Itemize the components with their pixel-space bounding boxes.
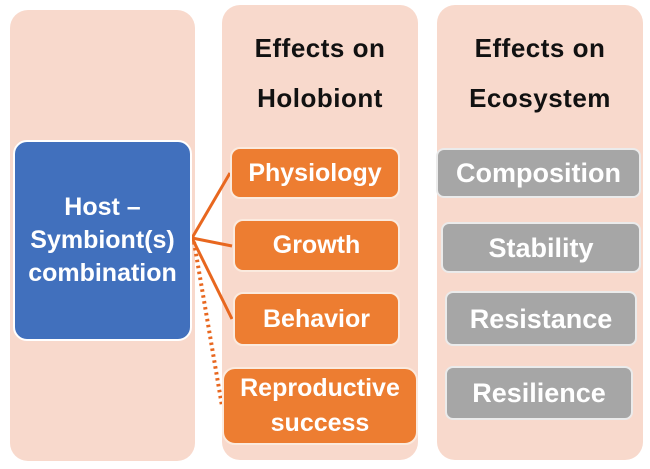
holobiont-title-line-2: Holobiont [257, 83, 383, 113]
ecosystem-item-resistance: Resistance [445, 291, 637, 346]
ecosystem-title: Effects on Ecosystem [437, 23, 643, 123]
ecosystem-item-stability: Stability [441, 222, 641, 273]
host-node-line-2: Symbiont(s) [30, 226, 175, 254]
ecosystem-item-composition: Composition [436, 148, 641, 198]
host-node-line-3: combination [28, 259, 177, 287]
connector-line-reproductive-success [192, 241, 224, 407]
holobiont-title: Effects on Holobiont [222, 23, 418, 123]
ecosystem-item-resilience: Resilience [445, 366, 633, 420]
holobiont-title-line-1: Effects on [254, 33, 386, 63]
ecosystem-title-line-2: Ecosystem [469, 83, 611, 113]
ecosystem-title-line-1: Effects on [474, 33, 606, 63]
holobiont-item-behavior: Behavior [233, 292, 400, 346]
host-node-line-1: Host – [64, 193, 141, 221]
holobiont-item-reproductive-success: Reproductive success [222, 367, 418, 445]
holobiont-item-growth: Growth [233, 219, 400, 272]
host-symbiont-node: Host – Symbiont(s) combination [13, 140, 192, 341]
holobiont-item-physiology: Physiology [230, 147, 400, 199]
